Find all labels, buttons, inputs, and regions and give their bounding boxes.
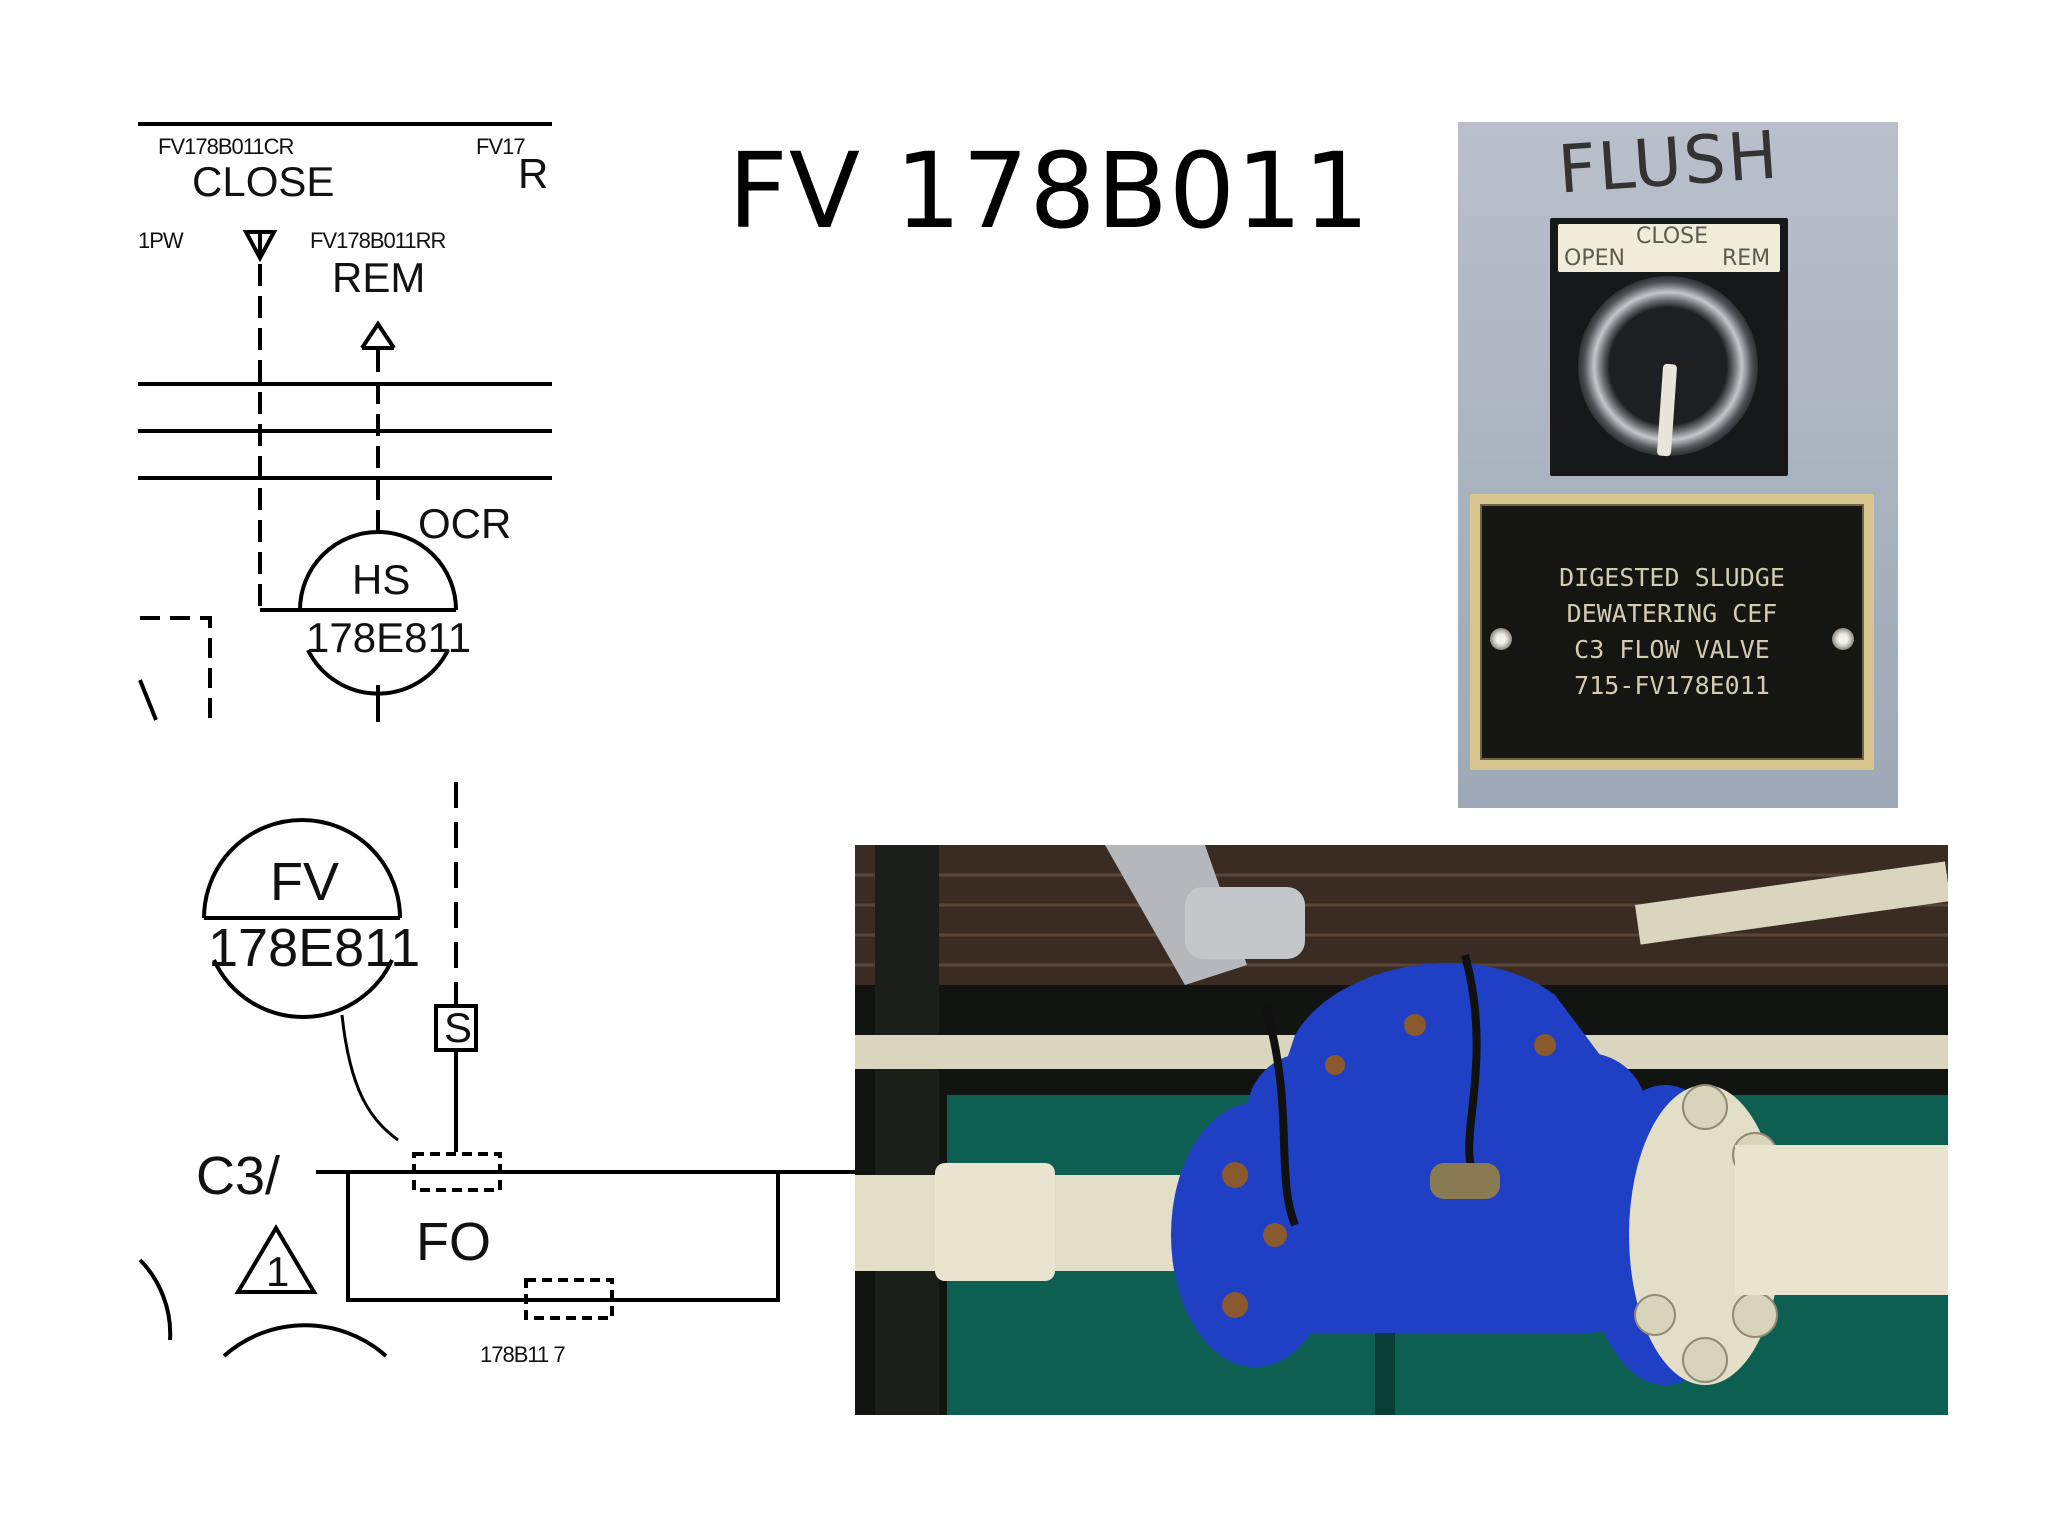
pid-fv-label: FV (270, 852, 339, 912)
pid-triangle (242, 230, 278, 263)
pid-c3-label: C3/ (196, 1146, 280, 1206)
switch-legend-strip: OPEN CLOSE REM (1558, 224, 1780, 272)
pid-diagram: FV178B011CR FV17 CLOSE R 1PW FV178B011RR… (138, 122, 862, 1367)
pid-bypass-line (346, 1172, 780, 1302)
selector-switch: OPEN CLOSE REM (1550, 218, 1788, 476)
pid-tag: FV178B011CR (158, 134, 293, 159)
equipment-nameplate: DIGESTED SLUDGE DEWATERING CEF C3 FLOW V… (1470, 494, 1874, 770)
pid-warning-triangle (234, 1224, 318, 1294)
pid-ocr-label: OCR (418, 500, 511, 547)
main-pipe-right (1735, 1145, 1948, 1295)
pid-fo-label: FO (416, 1212, 491, 1272)
pid-valve-symbol (412, 1152, 502, 1192)
selector-knob (1578, 276, 1758, 457)
pid-warning-number: 1 (266, 1248, 289, 1295)
valve-photo-illustration (855, 845, 1948, 1415)
pid-pw-label: 1PW (138, 228, 184, 253)
screw-icon (1832, 628, 1854, 650)
nameplate-line: C3 FLOW VALVE (1574, 635, 1770, 664)
nameplate-line: DEWATERING CEF (1566, 599, 1778, 628)
sensor-tube (1461, 953, 1481, 1178)
sensor-tube (1261, 1003, 1299, 1227)
slide-title: FV 178B011 (728, 130, 1371, 252)
handwritten-label: FLUSH (1555, 122, 1782, 209)
screw-icon (1490, 628, 1512, 650)
pid-bottom-tag: 178B11 7 (480, 1342, 565, 1367)
support-column (875, 845, 939, 1415)
pid-bypass-valve (524, 1278, 614, 1320)
pid-s-box-label: S (444, 1004, 472, 1051)
switch-label-rem: REM (1722, 246, 1771, 271)
pid-hs-bubble (298, 530, 458, 611)
pid-close-label: CLOSE (192, 158, 334, 205)
nameplate-line: DIGESTED SLUDGE (1559, 563, 1785, 592)
pid-arrow (360, 320, 396, 350)
pid-hs-label: HS (352, 556, 410, 603)
pid-dashed-box (140, 616, 212, 725)
pid-tag: FV17 (476, 134, 525, 159)
pid-tag: FV178B011RR (310, 228, 445, 253)
pid-hs-tag: 178E811 (306, 614, 471, 661)
pid-fv-bubble (202, 818, 402, 919)
switch-label-open: OPEN (1564, 246, 1625, 271)
pid-rem-label: REM (332, 254, 425, 301)
pid-partial-arc (222, 1323, 388, 1358)
solenoid-fitting (1430, 1163, 1500, 1199)
knob-pointer (1656, 363, 1678, 457)
hand-switch-photo: FLUSH OPEN CLOSE REM DIGESTED SLUDGE DEW… (1458, 122, 1898, 808)
nameplate-line: 715-FV178E011 (1574, 671, 1770, 700)
pid-r-label: R (518, 150, 548, 197)
flow-valve-photo (855, 845, 1948, 1415)
pid-fv-tag: 178E811 (208, 918, 420, 978)
switch-label-close: CLOSE (1636, 224, 1709, 249)
